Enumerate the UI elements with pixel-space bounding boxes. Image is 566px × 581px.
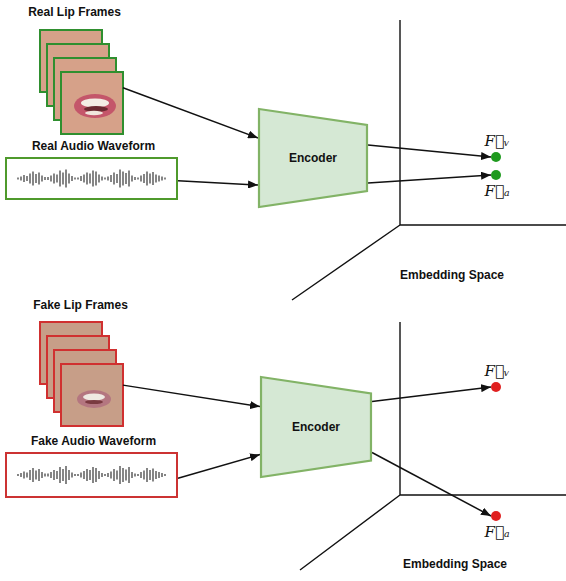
waveform-box: Fake Audio Waveform	[5, 452, 178, 498]
lip-frames-stack: Fake Lip Frames	[40, 322, 125, 429]
real-lip-frames	[40, 30, 123, 134]
space-label: Embedding Space	[403, 557, 507, 571]
lip-frames-stack: Real Lip Frames	[40, 30, 125, 137]
arrow-connector	[372, 453, 491, 517]
input-label: Real Lip Frames	[28, 5, 121, 19]
encoder-block: Encoder	[258, 108, 368, 208]
input-label: Real Audio Waveform	[32, 139, 155, 153]
vector-label: F⃗ᵥ	[485, 362, 510, 380]
encoder-label: Encoder	[292, 420, 340, 434]
input-label: Fake Lip Frames	[33, 298, 128, 312]
embedding-point: F⃗ᵥ	[491, 152, 501, 162]
vector-label: F⃗ᵥ	[485, 132, 510, 150]
arrow-connector	[123, 385, 260, 406]
arrow-connector	[123, 88, 258, 138]
encoder-label: Encoder	[289, 151, 337, 165]
real-waveform	[18, 170, 165, 188]
space-label: Embedding Space	[400, 268, 504, 282]
embedding-point: F⃗ₐ	[491, 170, 501, 180]
encoder-block: Encoder	[260, 376, 372, 478]
fake-lip-frames	[40, 322, 123, 426]
arrow-connector	[178, 181, 258, 185]
arrow-connector	[372, 387, 491, 402]
input-label: Fake Audio Waveform	[31, 434, 156, 448]
fake-waveform	[18, 466, 165, 484]
vector-label: F⃗ₐ	[484, 523, 509, 541]
arrow-connector	[368, 175, 491, 183]
embedding-point: F⃗ᵥ	[491, 382, 501, 392]
vector-label: F⃗ₐ	[484, 182, 509, 200]
arrow-connector	[178, 455, 260, 479]
embedding-point: F⃗ₐ	[491, 511, 501, 521]
arrow-connector	[368, 145, 491, 157]
waveform-box: Real Audio Waveform	[5, 157, 178, 200]
